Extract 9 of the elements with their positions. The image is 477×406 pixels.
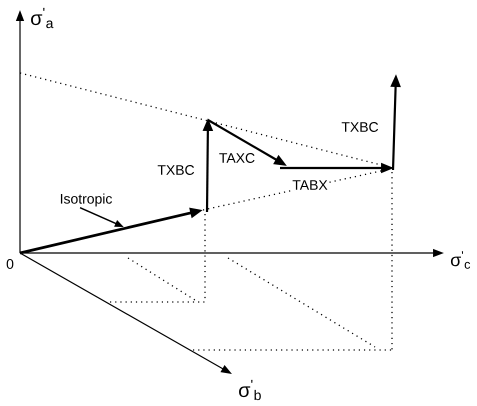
origin-label: 0	[5, 258, 15, 270]
axis-label: σ$^{'}$c	[449, 250, 472, 270]
path-label: TXBC	[340, 121, 380, 133]
axis-label: σ$^{'}$b	[237, 378, 263, 402]
path-label: TAXC	[218, 152, 256, 164]
axis-label: σ$^{'}$a	[29, 6, 55, 30]
path-label: TXBC	[156, 164, 196, 176]
path-label: Isotropic	[60, 194, 112, 206]
path-label: TABX	[291, 179, 329, 191]
